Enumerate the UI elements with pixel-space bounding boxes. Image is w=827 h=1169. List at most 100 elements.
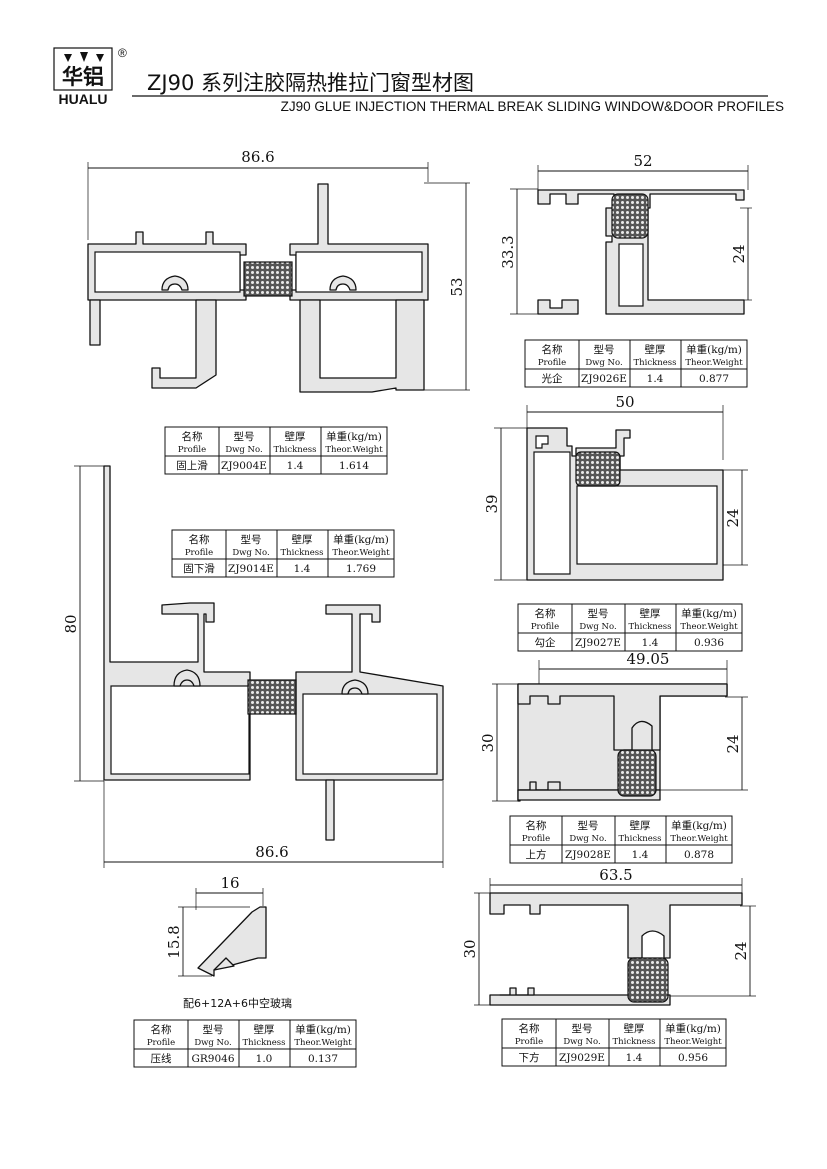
- table-cell-text: Dwg No.: [194, 1038, 231, 1048]
- dim-height-zj9028e: 30: [479, 733, 497, 752]
- profile-name: 勾企: [535, 636, 556, 649]
- spec-table-zj9027e: 名称 Profile 型号 Dwg No. 壁厚 Thickness 单重(kg…: [517, 603, 743, 652]
- table-cell-text: 壁厚: [292, 533, 313, 546]
- profile-weight: 0.137: [308, 1053, 338, 1065]
- spec-table-zj9029e: 名称 Profile 型号 Dwg No. 壁厚 Thickness 单重(kg…: [501, 1018, 727, 1067]
- page-subtitle: ZJ90 GLUE INJECTION THERMAL BREAK SLIDIN…: [281, 99, 784, 114]
- dim-width-zj9014e: 86.6: [255, 843, 288, 861]
- table-cell-text: 型号: [572, 1022, 593, 1035]
- table-cell-text: Profile: [531, 622, 559, 632]
- spec-table-zj9004e: 名称 Profile 型号 Dwg No. 壁厚 Thickness 单重(kg…: [164, 426, 388, 475]
- profile-thickness: 1.0: [256, 1053, 273, 1065]
- spec-table-zj9014e: 名称 Profile 型号 Dwg No. 壁厚 Thickness 单重(kg…: [171, 529, 395, 578]
- table-cell-text: Thickness: [242, 1038, 285, 1048]
- profile-dwg: ZJ9029E: [559, 1052, 605, 1064]
- profile-name: 光企: [542, 372, 563, 385]
- profile-name: 下方: [519, 1051, 540, 1064]
- profile-zj9029e: 63.5 30 24: [461, 866, 756, 1006]
- table-cell-text: Thickness: [633, 358, 676, 368]
- dim-height-gr9046: 15.8: [165, 925, 183, 958]
- table-cell-text: Theor.Weight: [325, 445, 383, 455]
- table-cell-text: 壁厚: [630, 819, 651, 832]
- dim-width-zj9029e: 63.5: [599, 866, 632, 884]
- profile-name: 上方: [526, 848, 547, 861]
- table-cell-text: 名称: [182, 430, 203, 443]
- table-cell-text: 单重(kg/m): [671, 819, 727, 832]
- spec-table-zj9028e: 名称 Profile 型号 Dwg No. 壁厚 Thickness 单重(kg…: [509, 815, 733, 864]
- table-cell-text: Thickness: [618, 834, 661, 844]
- table-cell-text: 型号: [203, 1023, 224, 1036]
- profile-dwg: ZJ9026E: [581, 373, 627, 385]
- table-cell-text: 型号: [594, 343, 615, 356]
- table-cell-text: Thickness: [628, 622, 671, 632]
- logo-name-cn: 华铝: [62, 65, 104, 89]
- table-cell-text: 名称: [151, 1023, 172, 1036]
- dim-inner-zj9027e: 24: [724, 508, 742, 527]
- dim-height-zj9026e: 33.3: [499, 235, 517, 268]
- table-cell-text: 壁厚: [645, 343, 666, 356]
- profile-thickness: 1.4: [626, 1052, 643, 1064]
- table-cell-text: 单重(kg/m): [681, 607, 737, 620]
- table-cell-text: 名称: [526, 819, 547, 832]
- table-cell-text: Dwg No.: [585, 358, 622, 368]
- profile-zj9014e: 80 86.6: [62, 465, 444, 868]
- profile-dwg: ZJ9028E: [565, 849, 611, 861]
- profile-dwg: ZJ9014E: [228, 563, 274, 575]
- table-cell-text: 名称: [542, 343, 563, 356]
- table-cell-text: 壁厚: [624, 1022, 645, 1035]
- table-cell-text: Dwg No.: [569, 834, 606, 844]
- profile-zj9026e: 52 33.3 24: [499, 152, 752, 315]
- profile-name: 固下滑: [183, 563, 215, 575]
- dim-height-zj9029e: 30: [461, 939, 479, 958]
- registered-mark: ®: [118, 46, 127, 60]
- table-cell-text: Profile: [515, 1037, 543, 1047]
- table-cell-text: 壁厚: [285, 430, 306, 443]
- profile-zj9027e: 50 39 24: [483, 393, 748, 581]
- table-cell-text: Thickness: [612, 1037, 655, 1047]
- dim-width-zj9027e: 50: [615, 393, 634, 411]
- table-cell-text: 壁厚: [254, 1023, 275, 1036]
- table-cell-text: 单重(kg/m): [295, 1023, 351, 1036]
- profile-dwg: GR9046: [191, 1053, 234, 1065]
- glass-note: 配6+12A+6中空玻璃: [183, 996, 292, 1010]
- table-cell-text: Thickness: [273, 445, 316, 455]
- table-cell-text: 单重(kg/m): [686, 343, 742, 356]
- table-cell-text: 名称: [189, 533, 210, 546]
- profile-thickness: 1.4: [294, 563, 311, 575]
- dim-width-gr9046: 16: [220, 874, 239, 892]
- dim-width-zj9028e: 49.05: [627, 650, 670, 668]
- profile-name: 固上滑: [176, 460, 208, 472]
- table-cell-text: Theor.Weight: [685, 358, 743, 368]
- profile-weight: 0.877: [699, 373, 729, 385]
- profile-thickness: 1.4: [642, 637, 659, 649]
- spec-table-zj9026e: 名称 Profile 型号 Dwg No. 壁厚 Thickness 单重(kg…: [524, 339, 748, 388]
- profile-weight: 1.769: [346, 563, 376, 575]
- profile-zj9004e: 86.6 53: [87, 148, 470, 393]
- table-cell-text: Thickness: [280, 548, 323, 558]
- table-cell-text: 单重(kg/m): [326, 430, 382, 443]
- profile-weight: 0.878: [684, 849, 714, 861]
- profile-dwg: ZJ9027E: [575, 637, 621, 649]
- table-cell-text: Theor.Weight: [294, 1038, 352, 1048]
- table-cell-text: 单重(kg/m): [333, 533, 389, 546]
- header: 华铝 ® HUALU ZJ90 系列注胶隔热推拉门窗型材图 ZJ90 GLUE …: [53, 46, 784, 114]
- table-cell-text: 名称: [519, 1022, 540, 1035]
- profile-dwg: ZJ9004E: [221, 460, 267, 472]
- spec-table-gr9046: 名称 Profile 型号 Dwg No. 壁厚 Thickness 单重(kg…: [133, 1019, 357, 1068]
- dim-inner-zj9029e: 24: [732, 941, 750, 960]
- table-cell-text: 名称: [535, 607, 556, 620]
- table-cell-text: Profile: [522, 834, 550, 844]
- table-cell-text: Dwg No.: [579, 622, 616, 632]
- table-cell-text: Theor.Weight: [680, 622, 738, 632]
- table-cell-text: Dwg No.: [563, 1037, 600, 1047]
- table-cell-text: 单重(kg/m): [665, 1022, 721, 1035]
- table-cell-text: Profile: [147, 1038, 175, 1048]
- table-cell-text: 壁厚: [640, 607, 661, 620]
- dim-height-zj9027e: 39: [483, 494, 501, 513]
- profile-name: 压线: [151, 1052, 172, 1065]
- table-cell-text: Dwg No.: [225, 445, 262, 455]
- table-cell-text: Profile: [178, 445, 206, 455]
- page-title: ZJ90 系列注胶隔热推拉门窗型材图: [147, 71, 474, 95]
